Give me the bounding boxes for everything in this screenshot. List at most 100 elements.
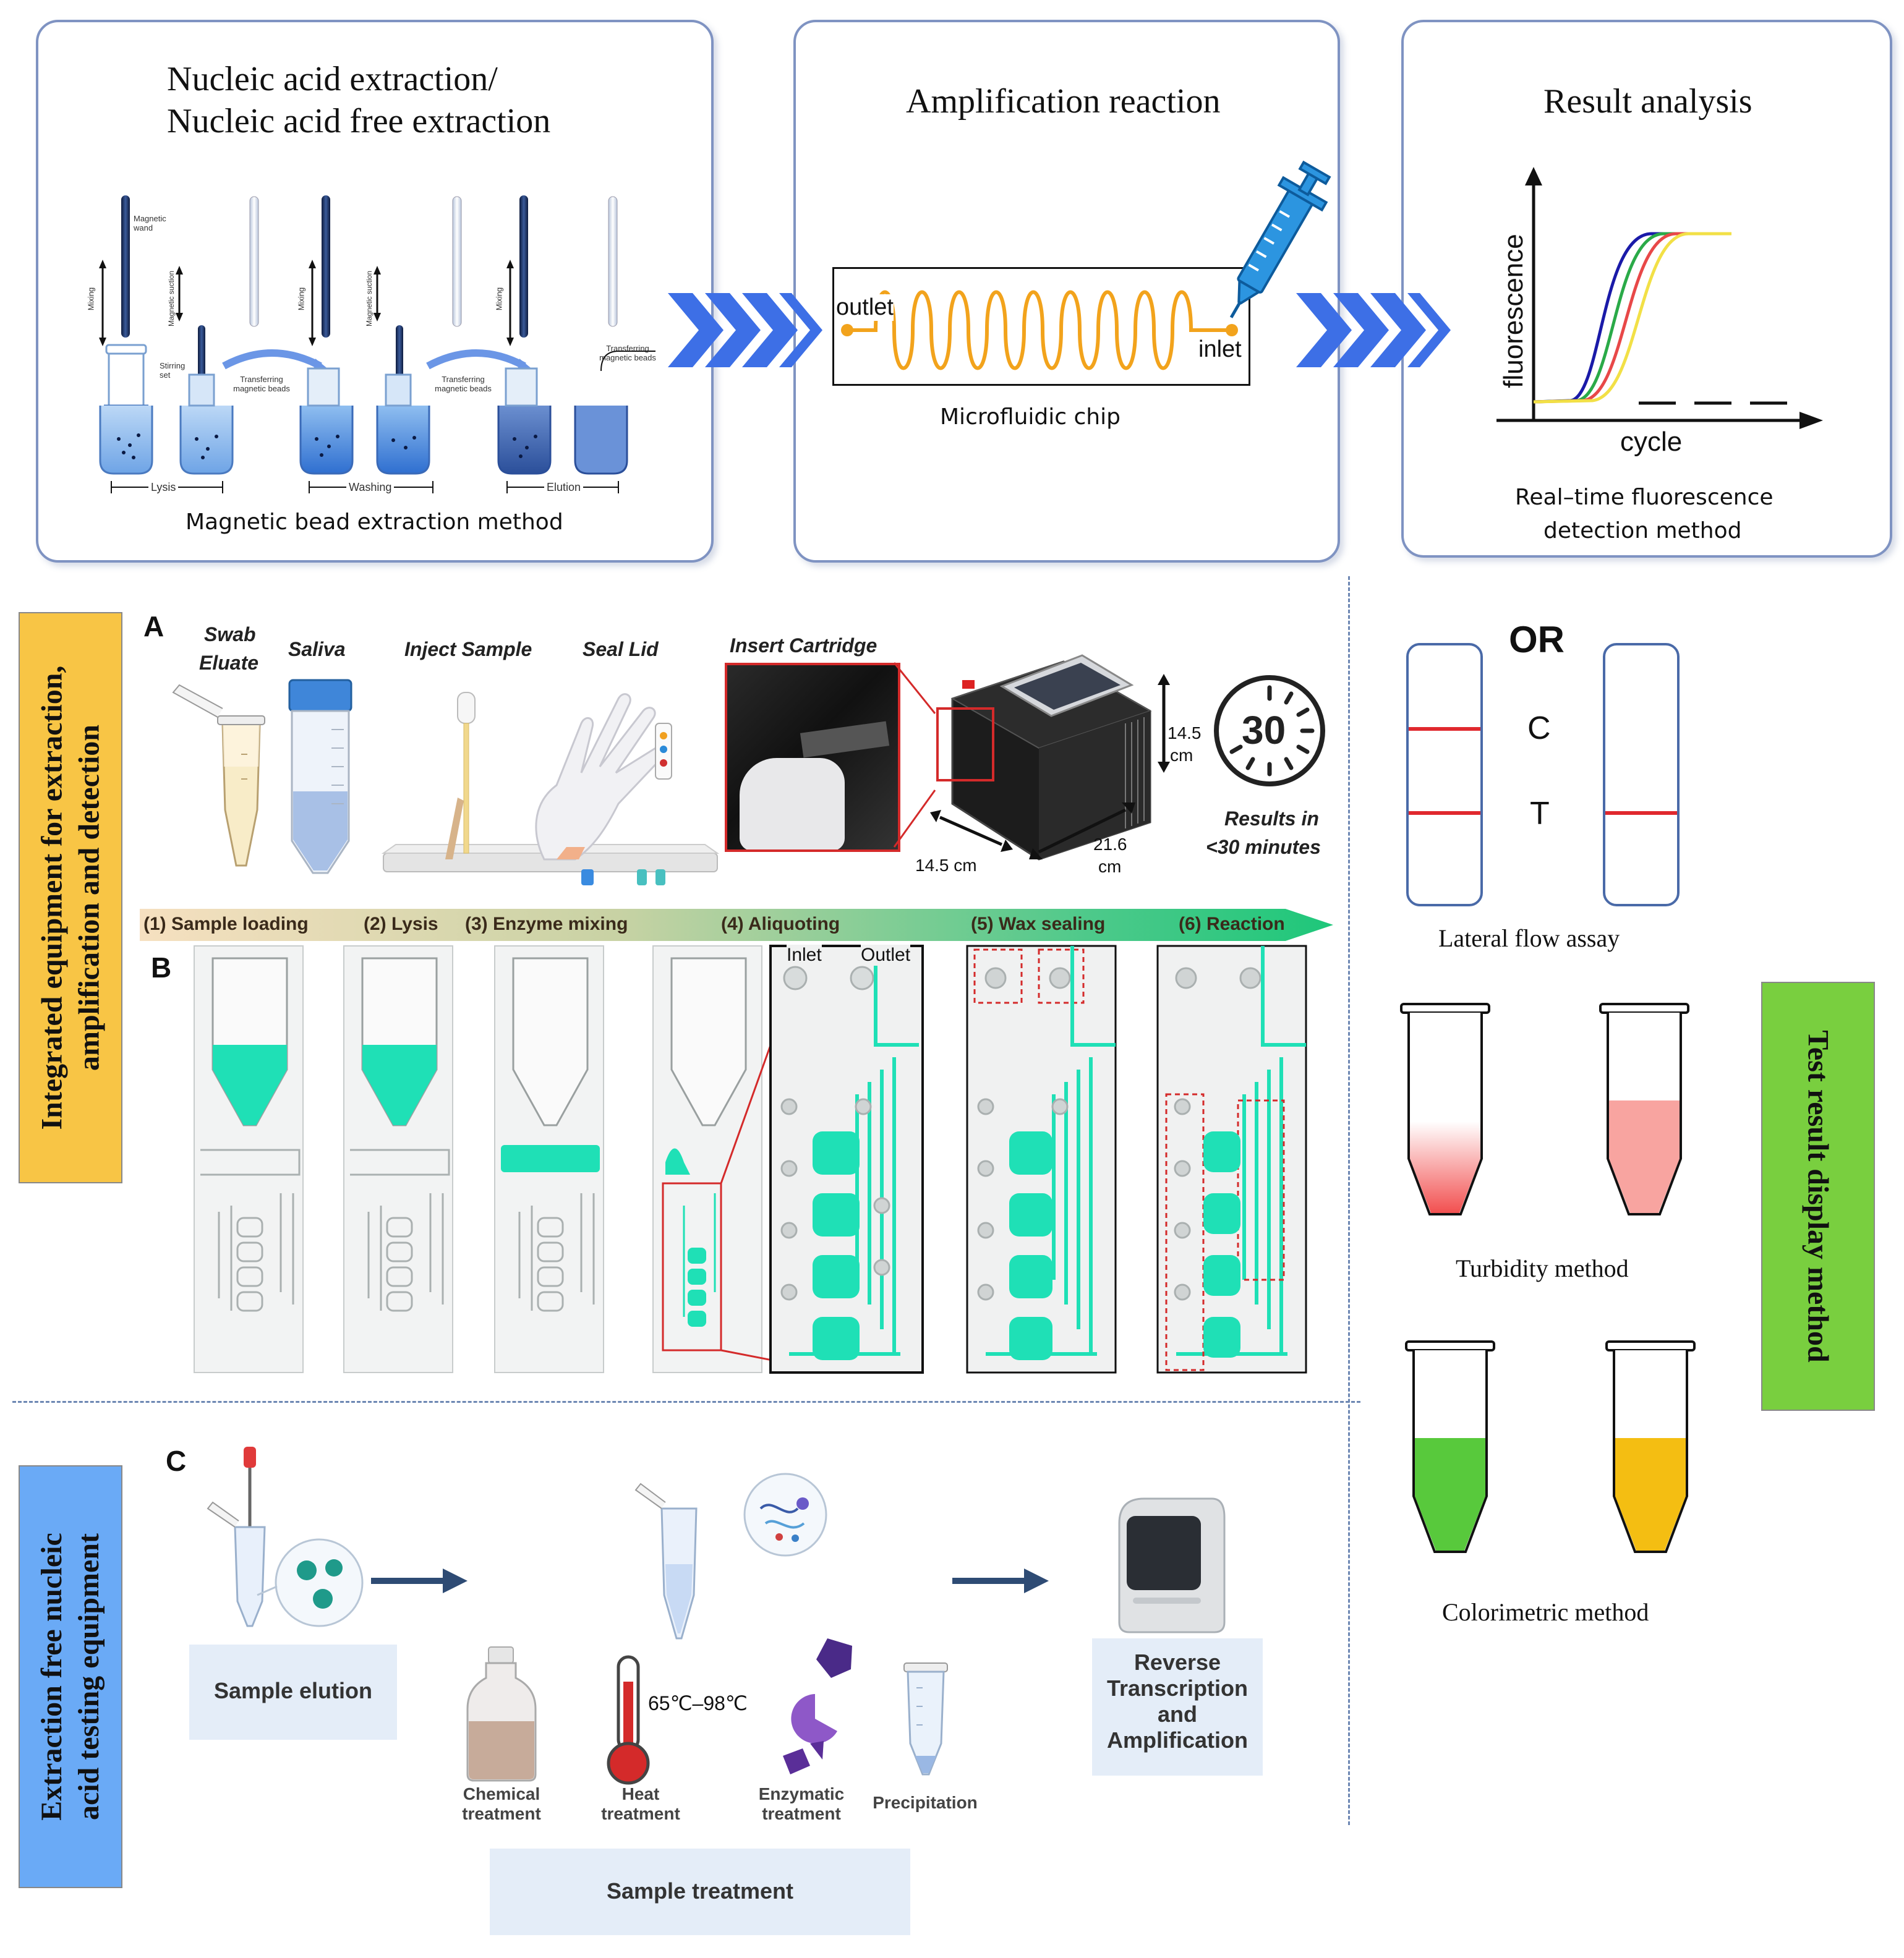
label-lysis: Lysis bbox=[148, 481, 179, 494]
extraction-free-line1: Extraction free nucleic bbox=[35, 1533, 69, 1821]
enzymatic-line2: treatment bbox=[762, 1804, 841, 1823]
rt-line1: Reverse bbox=[1133, 1649, 1221, 1675]
vertical-divider bbox=[1348, 576, 1350, 1825]
timer-value: 30 bbox=[1242, 708, 1286, 752]
label-magnetic-suction-2: Magnetic suction bbox=[365, 270, 374, 327]
arrow-right-1 bbox=[371, 1569, 467, 1593]
step-2: (2) Lysis bbox=[364, 914, 438, 934]
chemical-line1: Chemical bbox=[463, 1784, 540, 1803]
cartridge-sequence bbox=[194, 945, 1307, 1374]
treatment-tube-illustration bbox=[634, 1473, 827, 1640]
extraction-caption: Magnetic bead extraction method bbox=[186, 509, 563, 535]
extraction-title-line1: Nucleic acid extraction/ bbox=[167, 60, 498, 98]
swab-label-line2: Eluate bbox=[199, 652, 259, 674]
extraction-title-line2: Nucleic acid free extraction bbox=[167, 102, 551, 140]
process-gradient-arrow bbox=[140, 909, 1333, 941]
swab-label-line1: Swab bbox=[204, 623, 256, 645]
sample-treatment-box bbox=[490, 1849, 910, 1935]
test-result-display-label: Test result display method bbox=[1761, 982, 1875, 1411]
panel-b-letter: B bbox=[151, 951, 172, 984]
dimension-height-unit: cm bbox=[1170, 746, 1193, 765]
label-washing: Washing bbox=[346, 481, 395, 494]
extraction-free-label: Extraction free nucleic acid testing equ… bbox=[19, 1465, 122, 1888]
dimension-depth-unit: cm bbox=[1098, 857, 1122, 876]
insert-cartridge-label: Insert Cartridge bbox=[730, 634, 877, 657]
dimension-depth: 21.6 bbox=[1093, 835, 1127, 854]
seal-lid-label: Seal Lid bbox=[583, 638, 659, 660]
step-5: (5) Wax sealing bbox=[971, 914, 1106, 934]
serpentine-channel bbox=[841, 290, 1238, 370]
turbidity-label: Turbidity method bbox=[1456, 1254, 1629, 1282]
label-magnetic-suction-1: Magnetic suction bbox=[167, 270, 176, 327]
lfa-label: Lateral flow assay bbox=[1438, 924, 1620, 952]
enzymatic-line1: Enzymatic bbox=[758, 1784, 845, 1803]
colorimetric-tube-orange bbox=[1605, 1340, 1696, 1553]
result-title: Result analysis bbox=[1543, 82, 1752, 121]
test-result-display-text: Test result display method bbox=[1802, 1030, 1835, 1363]
dimension-height: 14.5 bbox=[1168, 723, 1202, 743]
step-6: (6) Reaction bbox=[1179, 914, 1285, 934]
dimension-arrows bbox=[930, 674, 1170, 859]
zoom-lines bbox=[893, 662, 936, 848]
detection-device bbox=[936, 654, 1152, 861]
sample-elution-label: Sample elution bbox=[213, 1678, 373, 1703]
heat-line1: Heat bbox=[621, 1784, 660, 1803]
panel-a-letter: A bbox=[143, 610, 164, 642]
label-mixing-1: Mixing bbox=[86, 287, 96, 311]
turbidity-tube-negative bbox=[1400, 1003, 1490, 1215]
timer-icon bbox=[1214, 675, 1325, 786]
syringe-icon bbox=[1229, 160, 1331, 318]
step-4: (4) Aliquoting bbox=[721, 914, 840, 934]
sample-elution-illustration bbox=[207, 1447, 364, 1627]
sample-treatment-label: Sample treatment bbox=[606, 1878, 794, 1904]
integrated-label-line1: Integrated equipment for extraction, bbox=[35, 665, 69, 1130]
dimension-width: 14.5 cm bbox=[915, 856, 977, 875]
outlet-label: outlet bbox=[836, 294, 894, 321]
amplification-title: Amplification reaction bbox=[906, 82, 1221, 121]
temperature-label: 65℃–98℃ bbox=[648, 1692, 748, 1714]
colorimetric-tube-green bbox=[1405, 1340, 1495, 1553]
arrow-right-2 bbox=[952, 1569, 1049, 1593]
lfa-negative-line bbox=[1605, 811, 1677, 815]
label-transferring-1: Transferring magnetic beads bbox=[233, 375, 290, 393]
label-elution: Elution bbox=[544, 481, 584, 494]
control-line-label: C bbox=[1527, 710, 1551, 746]
label-transferring-3: Transferring magnetic beads bbox=[599, 344, 656, 362]
label-stirring-set: Stirring set bbox=[160, 361, 186, 380]
precipitation-tube-icon bbox=[903, 1662, 948, 1776]
saliva-label: Saliva bbox=[288, 638, 346, 660]
lfa-positive-test-line bbox=[1409, 811, 1480, 815]
rt-line3: and bbox=[1157, 1701, 1197, 1727]
chevron-arrow-2 bbox=[1296, 293, 1451, 367]
colorimetric-label: Colorimetric method bbox=[1442, 1598, 1649, 1626]
pcr-machine-icon bbox=[1118, 1497, 1226, 1633]
panel-a-illustration bbox=[172, 679, 720, 885]
result-caption-line2: detection method bbox=[1543, 518, 1742, 543]
inlet-label: inlet bbox=[1198, 336, 1242, 363]
test-line-label: T bbox=[1530, 796, 1550, 832]
horizontal-divider bbox=[12, 1401, 1360, 1403]
lfa-strip-positive bbox=[1406, 643, 1483, 906]
inlet-zoom-label: Inlet bbox=[787, 945, 822, 966]
or-label: OR bbox=[1509, 619, 1565, 660]
lfa-strip-negative bbox=[1603, 643, 1680, 906]
extraction-free-line2: acid testing equipment bbox=[72, 1533, 106, 1821]
chemical-bottle-icon bbox=[466, 1646, 537, 1782]
lfa-positive-control-line bbox=[1409, 727, 1480, 731]
result-caption-line1: Real–time fluorescence bbox=[1515, 485, 1774, 510]
turbidity-tube-positive bbox=[1599, 1003, 1689, 1215]
chemical-line2: treatment bbox=[462, 1804, 541, 1823]
rt-line2: Transcription bbox=[1106, 1675, 1249, 1701]
enzyme-icon bbox=[783, 1638, 852, 1774]
sample-elution-box bbox=[189, 1645, 397, 1740]
results-in-line2: <30 minutes bbox=[1206, 836, 1321, 858]
label-transferring-2: Transferring magnetic beads bbox=[435, 375, 492, 393]
label-mixing-3: Mixing bbox=[494, 287, 504, 311]
magnetic-bead-illustration bbox=[99, 195, 655, 493]
cycle-axis-label: cycle bbox=[1620, 427, 1683, 457]
chevron-arrow-1 bbox=[668, 293, 822, 367]
amplification-caption: Microfluidic chip bbox=[940, 404, 1121, 430]
results-in-line1: Results in bbox=[1224, 807, 1319, 830]
thermometer-icon bbox=[607, 1655, 650, 1785]
integrated-label-line2: amplification and detection bbox=[72, 725, 106, 1071]
